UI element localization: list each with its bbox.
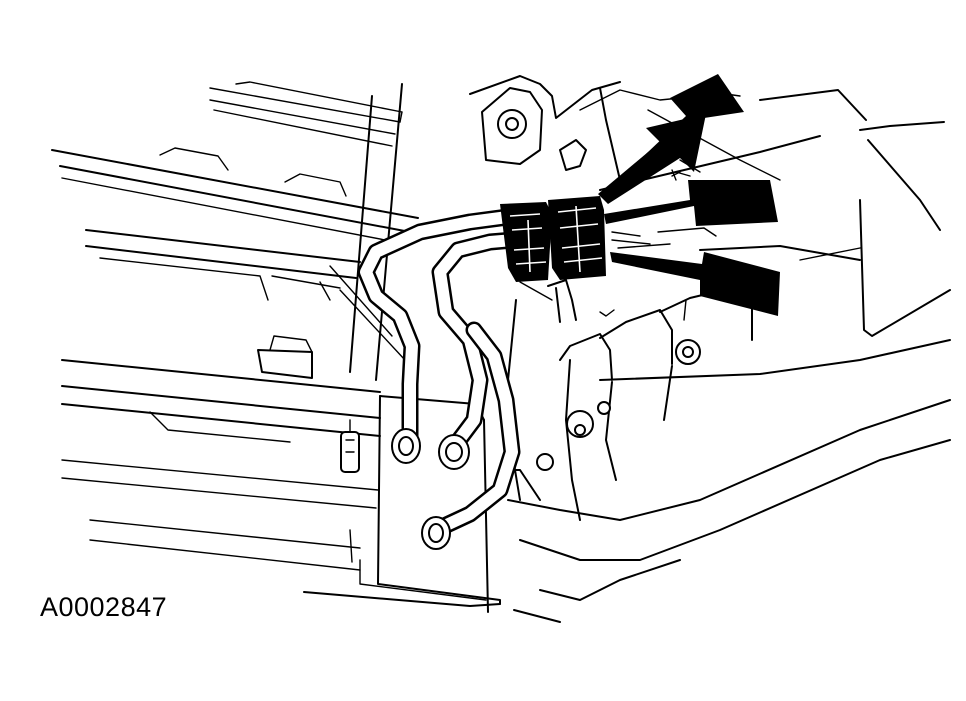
- callout-arrows: [598, 74, 780, 316]
- arrow-3: [604, 180, 778, 226]
- arrow-4: [610, 252, 780, 316]
- arrow-2: [598, 114, 706, 204]
- evaporator-core-fittings: [391, 428, 470, 550]
- dashboard-frame: [51, 81, 419, 571]
- spring-lock-coupling-clips: [500, 196, 606, 282]
- figure-id-label: A0002847: [40, 592, 168, 622]
- housing-detail-marks: [611, 169, 717, 249]
- refrigerant-tubes: [357, 205, 577, 537]
- engine-block: [469, 75, 951, 623]
